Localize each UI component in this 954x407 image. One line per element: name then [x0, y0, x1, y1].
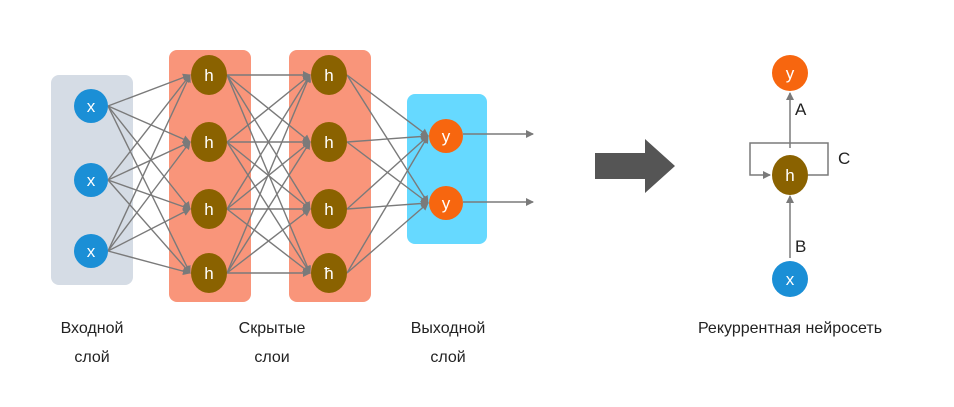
caption-line: Выходной [410, 320, 486, 337]
output-node-label: y [442, 194, 451, 213]
rnn-edge-label-c: C [838, 149, 850, 168]
rnn-edge-label-a: A [795, 100, 807, 119]
network-edge [107, 179, 191, 211]
rnn-output-label: y [786, 64, 795, 83]
network-edge [226, 141, 311, 274]
hidden-node: h [191, 253, 227, 293]
hidden-node: h [311, 122, 347, 162]
rnn-caption: Рекуррентная нейросеть [697, 320, 883, 337]
hidden-node-label: ħ [324, 264, 333, 283]
caption-line: Скрытые [238, 320, 306, 337]
hidden-node-label: h [324, 66, 333, 85]
network-edge [107, 141, 191, 181]
network-edge [226, 208, 311, 274]
input-node-label: x [87, 171, 96, 190]
output-node: y [429, 186, 463, 220]
hidden-node: ħ [311, 253, 347, 293]
network-edge [346, 202, 429, 274]
network-edge [107, 105, 191, 274]
network-edge [107, 74, 191, 181]
hidden-node-label: h [204, 264, 213, 283]
network-edge [346, 135, 429, 210]
caption-line: слои [254, 349, 290, 366]
input-node-label: x [87, 97, 96, 116]
feedforward-edges [107, 71, 429, 277]
network-edge [107, 208, 191, 252]
input-node-label: x [87, 242, 96, 261]
network-edge [226, 74, 311, 210]
hidden-node: h [191, 189, 227, 229]
transition-arrow [595, 139, 675, 193]
input-node: x [74, 163, 108, 197]
network-edge [107, 141, 191, 252]
hidden-layer-2-panel [289, 50, 371, 302]
hidden-node: h [191, 55, 227, 95]
input-layer-caption: Входной слой [46, 314, 138, 372]
rnn-edge-label-b: B [795, 237, 806, 256]
rnn-output-node: y [772, 55, 808, 91]
network-edge [226, 74, 311, 143]
network-edge [107, 105, 191, 210]
network-edge [226, 74, 311, 274]
hidden-node-label: h [204, 200, 213, 219]
rnn-loop-edge [749, 142, 829, 179]
hidden-node: h [311, 189, 347, 229]
hidden-node-label: h [324, 200, 333, 219]
rnn-input-label: x [786, 270, 795, 289]
hidden-node-label: h [204, 133, 213, 152]
output-node-label: y [442, 127, 451, 146]
network-edge [346, 135, 429, 274]
hidden-node-label: h [204, 66, 213, 85]
hidden-node: h [191, 122, 227, 162]
output-layer-panel [407, 94, 487, 244]
output-node: y [429, 119, 463, 153]
hidden-node-label: h [324, 133, 333, 152]
hidden-layers-caption: Скрытые слои [222, 314, 322, 372]
hidden-node: h [311, 55, 347, 95]
input-node: x [74, 89, 108, 123]
caption-line: слой [74, 349, 110, 366]
network-edge [346, 74, 429, 137]
rnn-hidden-node: h [772, 155, 808, 195]
network-edge [107, 179, 191, 274]
network-edge [346, 199, 429, 210]
rnn-hidden-label: h [785, 166, 794, 185]
caption-line: Входной [60, 320, 124, 337]
network-edge [107, 105, 191, 143]
output-layer-caption: Выходной слой [398, 314, 498, 372]
rnn-input-node: x [772, 261, 808, 297]
input-node: x [74, 234, 108, 268]
network-edge [107, 74, 191, 252]
network-edge [346, 132, 429, 143]
network-edge [107, 73, 191, 107]
caption-line: слой [430, 349, 466, 366]
hidden-layer-1-panel [169, 50, 251, 302]
network-edge [107, 250, 191, 276]
